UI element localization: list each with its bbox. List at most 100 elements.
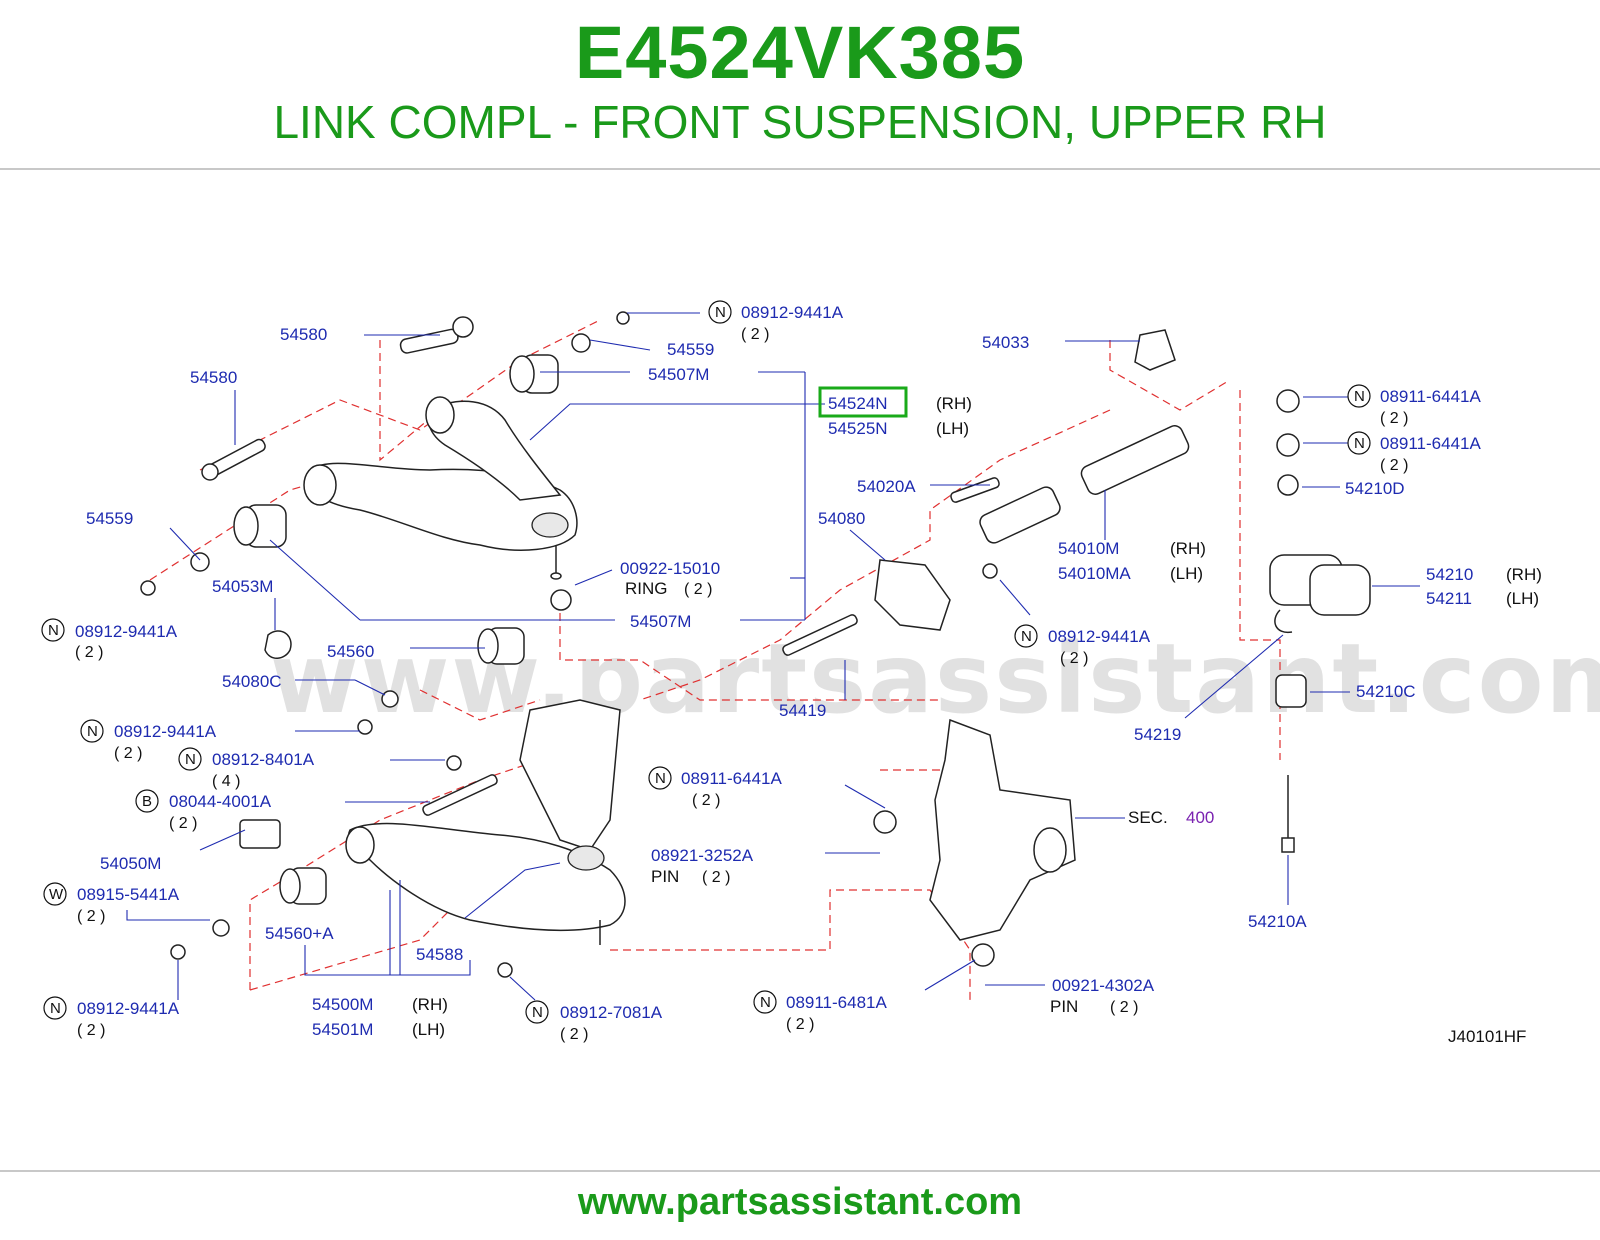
label-54219[interactable]: 54219 xyxy=(1134,725,1181,744)
sec-ref-link[interactable]: 400 xyxy=(1186,808,1214,827)
qty-08912-9441A-left: ( 2 ) xyxy=(75,644,103,661)
label-08911-6441A-r2[interactable]: 08911-6441A xyxy=(1380,434,1481,453)
label-54080[interactable]: 54080 xyxy=(818,509,865,528)
label-08921-3252A[interactable]: 08921-3252A xyxy=(651,846,754,865)
qty-08912-9441A-mid: ( 2 ) xyxy=(114,745,142,762)
label-54010MA[interactable]: 54010MA xyxy=(1058,564,1131,583)
qty-00921: ( 2 ) xyxy=(1110,999,1138,1016)
label-08911-6441A-mid[interactable]: 08911-6441A xyxy=(681,769,782,788)
ring-00922: RING xyxy=(625,579,668,598)
n-symbol-icon xyxy=(80,719,104,743)
label-08044-4001A[interactable]: 08044-4001A xyxy=(169,792,272,811)
label-08912-7081A[interactable]: 08912-7081A xyxy=(560,1003,663,1022)
n-symbol-text: N xyxy=(715,304,726,321)
w-symbol-text: W xyxy=(49,886,64,903)
qty-08911-6441A-r2: ( 2 ) xyxy=(1380,457,1408,474)
qty-08912-7081A: ( 2 ) xyxy=(560,1026,588,1043)
bushing-54560 xyxy=(477,627,525,665)
label-54560[interactable]: 54560 xyxy=(327,642,374,661)
b-symbol-icon xyxy=(135,789,159,813)
label-54419[interactable]: 54419 xyxy=(779,701,826,720)
n-symbol-icon xyxy=(178,747,202,771)
label-08912-9441A-top[interactable]: 08912-9441A xyxy=(741,303,844,322)
label-54507M-bot[interactable]: 54507M xyxy=(630,612,691,631)
qty-08915-5441A: ( 2 ) xyxy=(77,908,105,925)
label-54501M[interactable]: 54501M xyxy=(312,1020,373,1039)
label-08915-5441A[interactable]: 08915-5441A xyxy=(77,885,180,904)
label-54580-top[interactable]: 54580 xyxy=(280,325,327,344)
pin-08921: PIN xyxy=(651,867,679,886)
side-54500M: (RH) xyxy=(412,995,448,1014)
label-54560A[interactable]: 54560+A xyxy=(265,924,334,943)
part-description: LINK COMPL - FRONT SUSPENSION, UPPER RH xyxy=(273,96,1327,148)
n-symbol-text: N xyxy=(532,1004,543,1021)
n-symbol-text: N xyxy=(1354,435,1365,452)
label-54211[interactable]: 54211 xyxy=(1426,589,1472,608)
page-header: E4524VK385 LINK COMPL - FRONT SUSPENSION… xyxy=(0,0,1600,170)
label-54507M-top[interactable]: 54507M xyxy=(648,365,709,384)
drawing-code: J40101HF xyxy=(1448,1027,1526,1046)
label-54053M[interactable]: 54053M xyxy=(212,577,273,596)
label-54210A[interactable]: 54210A xyxy=(1248,912,1307,931)
side-54010MA: (LH) xyxy=(1170,564,1203,583)
side-54501M: (LH) xyxy=(412,1020,445,1039)
label-08912-9441A-mid[interactable]: 08912-9441A xyxy=(114,722,217,741)
qty-08044-4001A: ( 2 ) xyxy=(169,815,197,832)
label-54580-left[interactable]: 54580 xyxy=(190,368,237,387)
bushing-54507M-top xyxy=(509,354,559,394)
label-00921-4302A[interactable]: 00921-4302A xyxy=(1052,976,1155,995)
upper-arm-drawing xyxy=(303,396,578,580)
highlight-box xyxy=(818,386,908,418)
knuckle-drawing xyxy=(782,477,1076,967)
label-54010M[interactable]: 54010M xyxy=(1058,539,1119,558)
n-symbol-icon xyxy=(648,766,672,790)
n-symbol-icon xyxy=(43,996,67,1020)
qty-08912-9441A-right: ( 2 ) xyxy=(1060,650,1088,667)
n-symbol-icon xyxy=(708,300,732,324)
footer-url[interactable]: www.partsassistant.com xyxy=(577,1181,1023,1223)
label-00922-15010[interactable]: 00922-15010 xyxy=(620,559,720,578)
part-number-title: E4524VK385 xyxy=(574,11,1026,94)
label-54500M[interactable]: 54500M xyxy=(312,995,373,1014)
label-54210C[interactable]: 54210C xyxy=(1356,682,1416,701)
label-54033[interactable]: 54033 xyxy=(982,333,1029,352)
label-08912-9441A-right[interactable]: 08912-9441A xyxy=(1048,627,1151,646)
n-symbol-text: N xyxy=(87,723,98,740)
bushing-54560A xyxy=(279,867,327,905)
n-symbol-icon xyxy=(1014,624,1038,648)
label-54210D[interactable]: 54210D xyxy=(1345,479,1405,498)
n-symbol-text: N xyxy=(760,994,771,1011)
n-symbol-text: N xyxy=(655,770,666,787)
label-54210[interactable]: 54210 xyxy=(1426,565,1473,584)
lower-arm-drawing xyxy=(170,627,626,978)
qty-08921: ( 2 ) xyxy=(702,869,730,886)
n-symbol-text: N xyxy=(48,622,59,639)
qty-08912-8401A: ( 4 ) xyxy=(212,773,240,790)
side-54525N: (LH) xyxy=(936,419,969,438)
label-54050M[interactable]: 54050M xyxy=(100,854,161,873)
qty-08911-6481A: ( 2 ) xyxy=(786,1016,814,1033)
upper-hardware-drawing xyxy=(140,311,630,659)
side-54211: (LH) xyxy=(1506,589,1539,608)
label-54080C[interactable]: 54080C xyxy=(222,672,282,691)
label-08911-6441A-r1[interactable]: 08911-6441A xyxy=(1380,387,1481,406)
leader-lines xyxy=(126,312,1420,1001)
label-54524N[interactable]: 54524N xyxy=(828,394,888,413)
qty-08912-9441A-top: ( 2 ) xyxy=(741,326,769,343)
label-08912-8401A[interactable]: 08912-8401A xyxy=(212,750,315,769)
label-54525N[interactable]: 54525N xyxy=(828,419,888,438)
label-08912-9441A-left[interactable]: 08912-9441A xyxy=(75,622,178,641)
qty-08911-6441A-r1: ( 2 ) xyxy=(1380,410,1408,427)
label-54559-left[interactable]: 54559 xyxy=(86,509,133,528)
label-08912-9441A-bot[interactable]: 08912-9441A xyxy=(77,999,180,1018)
label-54588[interactable]: 54588 xyxy=(416,945,463,964)
label-54020A[interactable]: 54020A xyxy=(857,477,916,496)
n-symbol-icon xyxy=(525,1000,549,1024)
label-08911-6481A[interactable]: 08911-6481A xyxy=(786,993,887,1012)
label-54559-top[interactable]: 54559 xyxy=(667,340,714,359)
qty-08912-9441A-bot: ( 2 ) xyxy=(77,1022,105,1039)
qty-08911-6441A-mid: ( 2 ) xyxy=(692,792,720,809)
w-symbol-icon xyxy=(43,882,67,906)
part-labels: 54580 54580 N 08912-9441A ( 2 ) 54559 54… xyxy=(41,300,1542,1046)
n-symbol-icon xyxy=(41,618,65,642)
